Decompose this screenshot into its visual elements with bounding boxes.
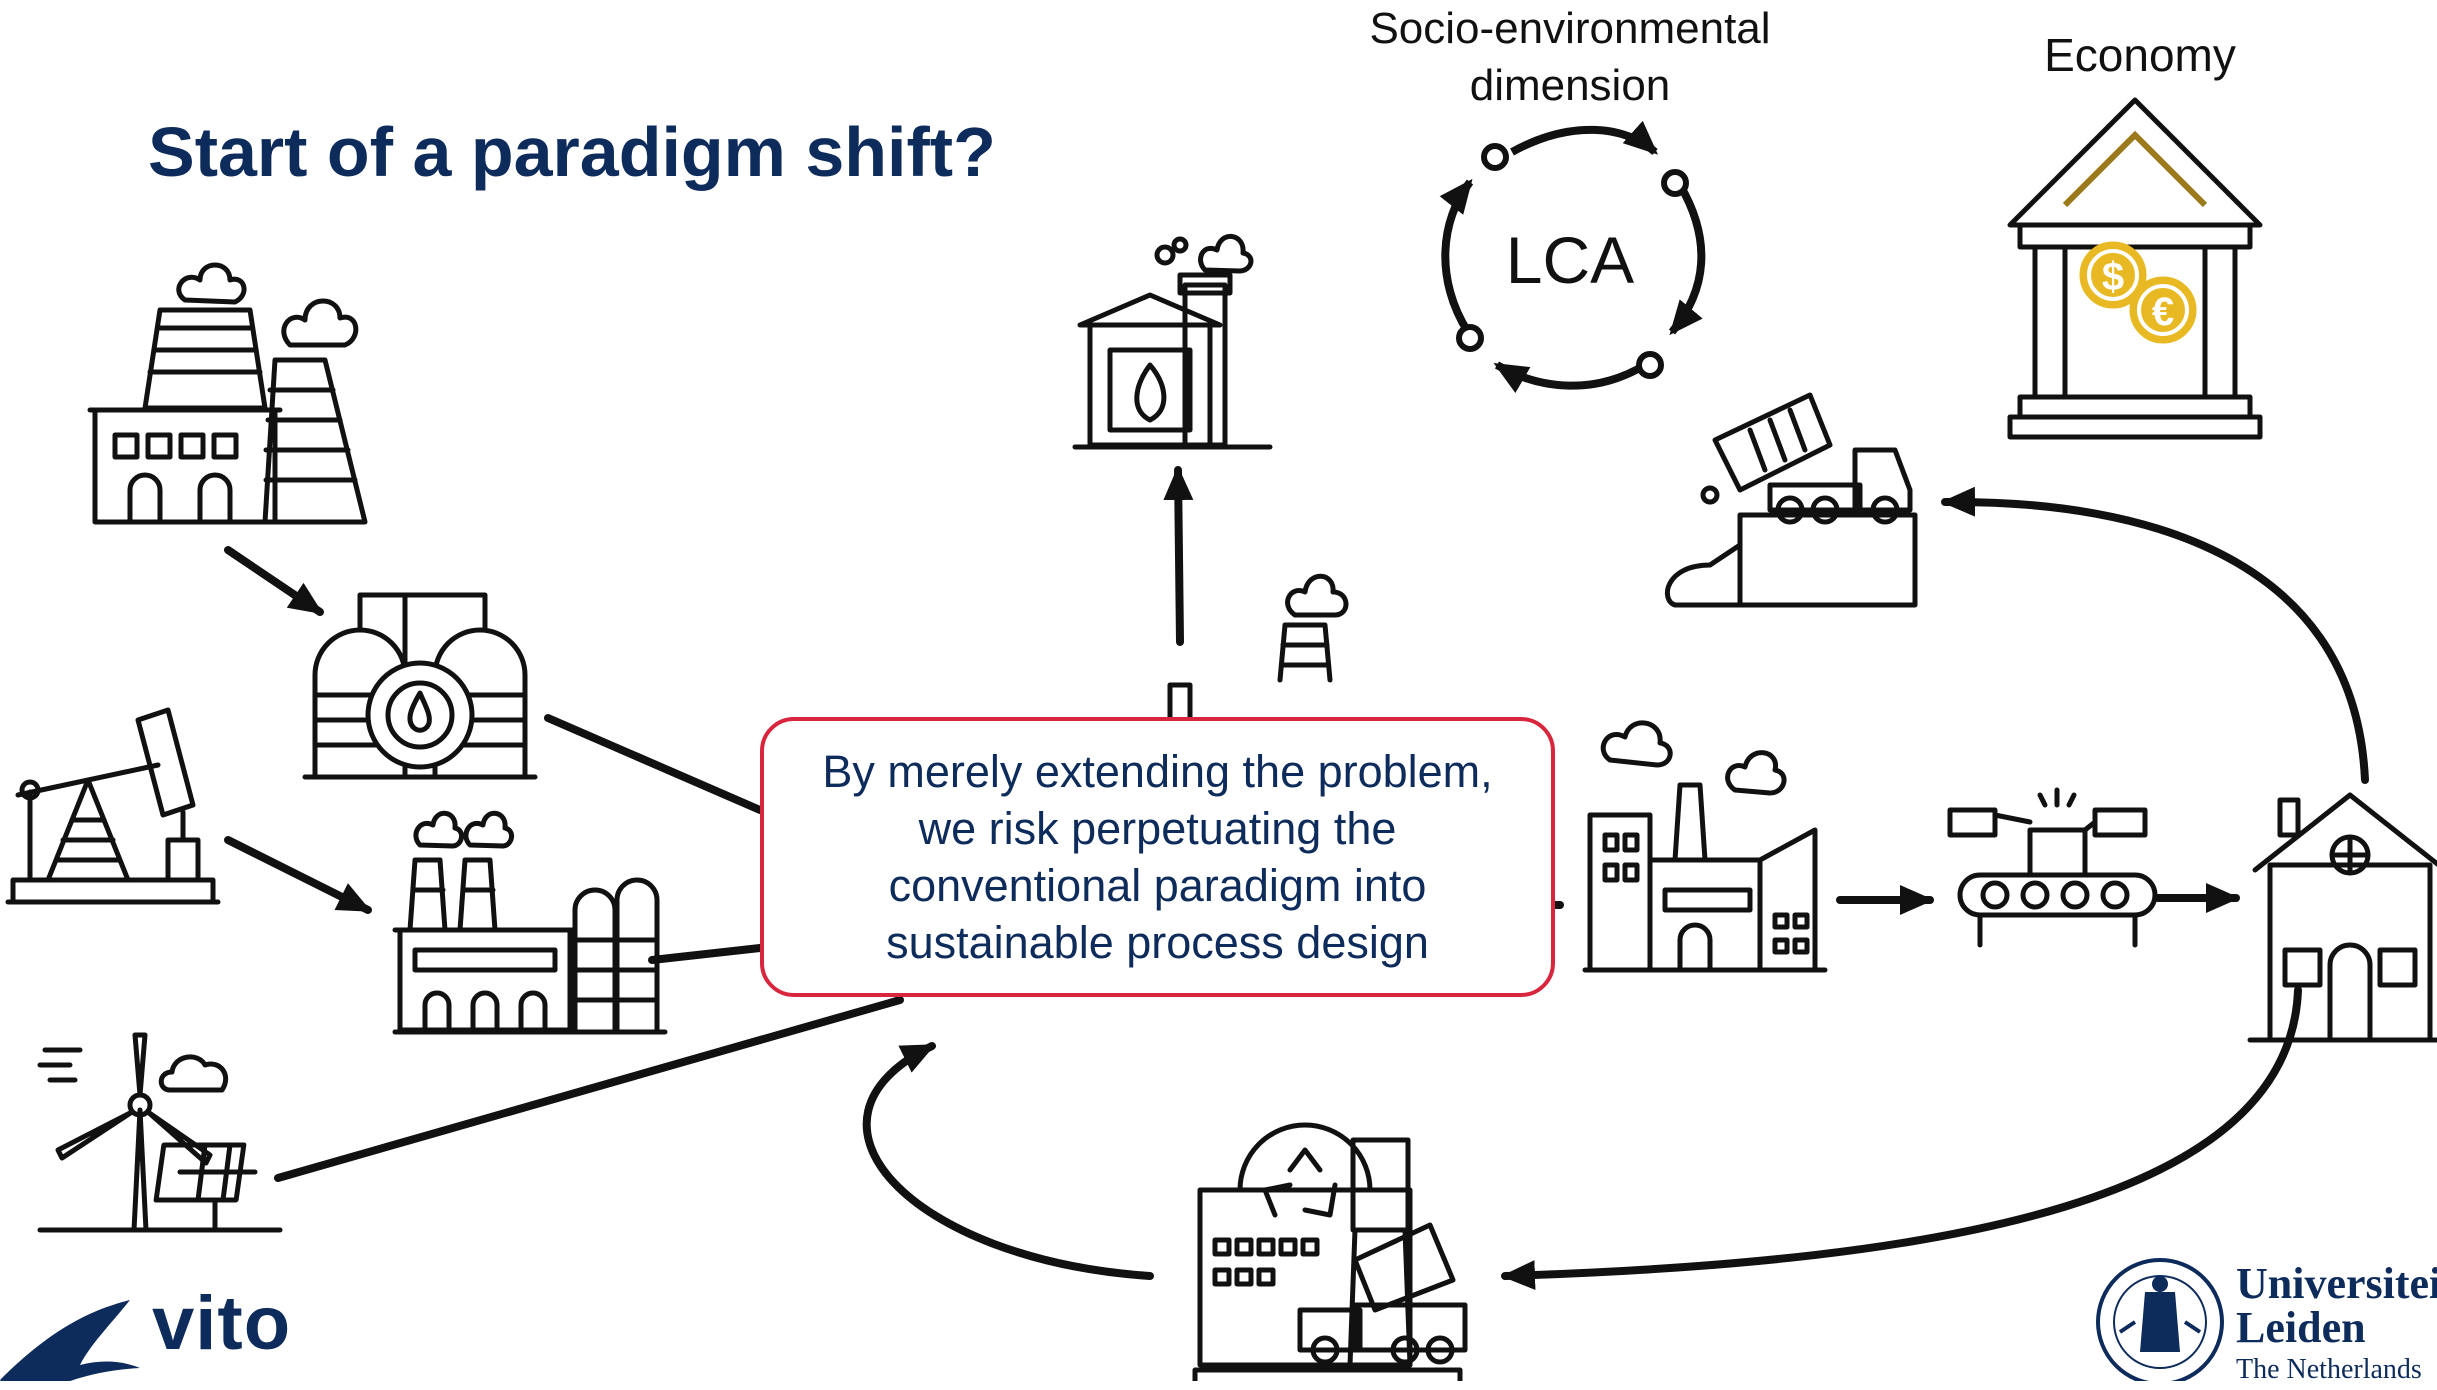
- lca-cycle-icon: [1439, 120, 1706, 394]
- bank-icon: $ €: [2007, 97, 2263, 440]
- leiden-line-3: The Netherlands: [2236, 1354, 2422, 1385]
- incinerator-icon: [1072, 233, 1273, 450]
- vito-logo-mark: [0, 1300, 140, 1381]
- central-plant-icon: [1167, 573, 1349, 723]
- arrow-house-to-landfill: [1941, 486, 2369, 784]
- callout-line-4: sustainable process design: [886, 917, 1429, 968]
- line-plant-to-process: [648, 944, 764, 964]
- line-tanks-to-process: [544, 714, 764, 814]
- oil-pump-icon: [5, 707, 221, 905]
- arrow-house-to-recycling: [1501, 986, 2302, 1291]
- line-renewables-to-process: [274, 996, 904, 1182]
- leiden-seal-logo: [2096, 1258, 2224, 1381]
- arrow-process-to-incinerator: [1163, 466, 1194, 646]
- leiden-line-1: Universiteit: [2236, 1259, 2437, 1308]
- arrow-pump-to-plant: [224, 836, 372, 914]
- power-plant-icon: [87, 262, 368, 525]
- bulldozer-truck-icon: [1664, 392, 1918, 608]
- socio-environmental-label: Socio-environmental dimension: [1330, 0, 1810, 114]
- vito-logo-text: vito: [152, 1281, 292, 1366]
- callout-box: By merely extending the problem, we risk…: [760, 717, 1555, 997]
- leiden-logo-text: Universiteit Leiden The Netherlands: [2236, 1262, 2437, 1390]
- page-title: Start of a paradigm shift?: [148, 113, 996, 191]
- house-icon: [2247, 792, 2437, 1043]
- petrochemical-plant-icon: [392, 810, 668, 1035]
- callout-line-1: By merely extending the problem,: [822, 746, 1493, 797]
- arrow-powerplant-to-tanks: [224, 546, 324, 616]
- dimension-line-1: Socio-environmental: [1369, 4, 1771, 53]
- dimension-line-2: dimension: [1469, 61, 1671, 110]
- conveyor-robot-icon: [1947, 787, 2158, 948]
- economy-label: Economy: [2044, 29, 2236, 81]
- refinery-tanks-icon: [302, 592, 538, 780]
- lca-label: LCA: [1505, 223, 1635, 297]
- leiden-line-2: Leiden: [2236, 1303, 2366, 1352]
- callout-line-3: conventional paradigm into: [888, 860, 1427, 911]
- wind-solar-icon: [37, 1032, 283, 1233]
- svg-text:$: $: [2102, 255, 2124, 299]
- recycling-plant-icon: [1192, 1122, 1468, 1381]
- factory-icon: [1582, 720, 1828, 973]
- callout-line-2: we risk perpetuating the: [918, 803, 1397, 854]
- arrow-recycling-to-process: [862, 1042, 1154, 1280]
- svg-text:€: €: [2152, 290, 2174, 334]
